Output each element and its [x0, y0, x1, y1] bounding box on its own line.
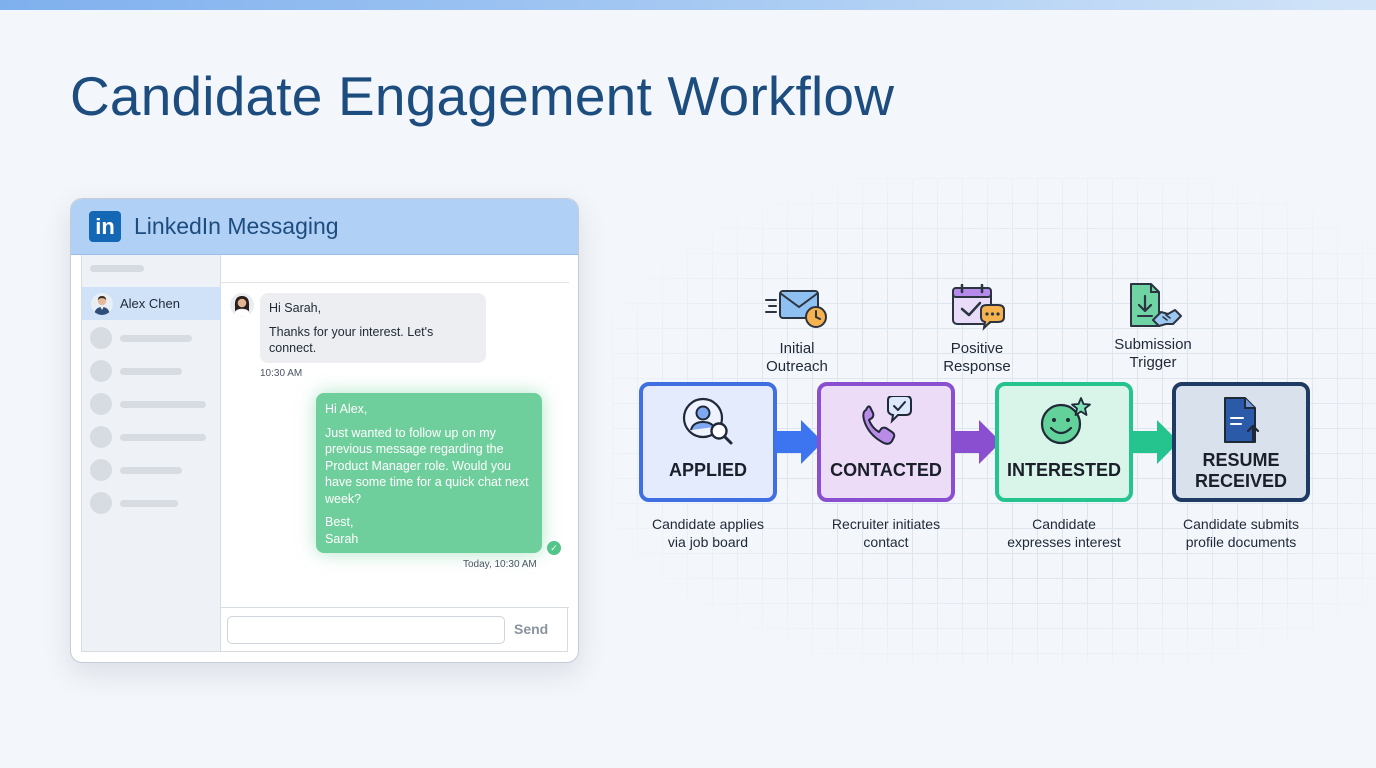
- description-line2: via job board: [667, 534, 749, 550]
- page-title: Candidate Engagement Workflow: [70, 65, 895, 127]
- envelope-clock-icon: [764, 284, 830, 337]
- incoming-greeting: Hi Sarah,: [269, 301, 322, 315]
- stage-label-line2: RECEIVED: [1194, 471, 1288, 491]
- message-input[interactable]: [227, 616, 505, 644]
- trigger-label-line1: Initial: [779, 340, 815, 357]
- avatar-placeholder: [90, 492, 112, 514]
- outgoing-timestamp: Today, 10:30 AM: [463, 559, 537, 570]
- conversation-item-placeholder[interactable]: [90, 459, 215, 481]
- name-placeholder: [120, 500, 178, 507]
- avatar-placeholder: [90, 459, 112, 481]
- trigger-label: Submission Trigger: [1088, 336, 1218, 372]
- name-placeholder: [120, 368, 182, 375]
- name-placeholder: [120, 401, 206, 408]
- conversation-item-placeholder[interactable]: [90, 426, 215, 448]
- outgoing-signoff: Best,: [325, 515, 354, 529]
- incoming-body: Thanks for your interest. Let's connect.: [269, 324, 434, 356]
- messaging-header: in LinkedIn Messaging: [71, 199, 578, 255]
- send-button[interactable]: Send: [514, 621, 549, 637]
- stage-label: APPLIED: [668, 460, 747, 480]
- avatar-placeholder: [90, 360, 112, 382]
- conversation-item-placeholder[interactable]: [90, 360, 215, 382]
- incoming-message-bubble: Hi Sarah, Thanks for your interest. Let'…: [260, 293, 486, 363]
- description-line1: Candidate submits: [1183, 516, 1299, 532]
- trigger-label-line2: Outreach: [766, 358, 828, 375]
- conversation-item-placeholder[interactable]: [90, 492, 215, 514]
- messaging-title: LinkedIn Messaging: [134, 213, 339, 239]
- trigger-label-line1: Positive: [950, 340, 1004, 357]
- stage-description-applied: Candidate applies via job board: [628, 515, 788, 551]
- conversation-item-placeholder[interactable]: [90, 393, 215, 415]
- read-check-icon: ✓: [547, 541, 561, 555]
- top-accent-bar: [0, 0, 1376, 10]
- calendar-check-icon: [947, 283, 1007, 337]
- trigger-label-line1: Submission: [1114, 336, 1192, 353]
- stage-description-interested: Candidate expresses interest: [984, 515, 1144, 551]
- trigger-label-line2: Response: [943, 358, 1011, 375]
- user-search-icon: [680, 396, 736, 453]
- stage-description-contacted: Recruiter initiates contact: [806, 515, 966, 551]
- avatar-placeholder: [90, 327, 112, 349]
- messaging-window: in LinkedIn Messaging Alex Chen: [70, 198, 579, 663]
- description-line2: expresses interest: [1007, 534, 1121, 550]
- chat-divider: [221, 282, 569, 283]
- flow-arrow-2: [953, 420, 1001, 464]
- phone-chat-icon: [858, 395, 914, 453]
- stage-label: CONTACTED: [830, 460, 942, 480]
- description-line2: contact: [863, 534, 909, 550]
- stage-interested: INTERESTED: [995, 382, 1133, 502]
- avatar-sarah: [230, 293, 254, 317]
- name-placeholder: [120, 335, 192, 342]
- stage-resume-received: RESUME RECEIVED: [1172, 382, 1310, 502]
- flow-arrow-3: [1131, 420, 1179, 464]
- conversation-item-placeholder[interactable]: [90, 327, 215, 349]
- stage-description-resume-received: Candidate submits profile documents: [1161, 515, 1321, 551]
- avatar-placeholder: [90, 393, 112, 415]
- description-line1: Candidate: [1032, 516, 1096, 532]
- outgoing-greeting: Hi Alex,: [325, 402, 368, 416]
- contact-name: Alex Chen: [120, 296, 180, 311]
- description-line1: Candidate applies: [651, 516, 765, 532]
- outgoing-body: Just wanted to follow up on my previous …: [325, 425, 529, 506]
- sidebar-search-placeholder: [90, 265, 144, 272]
- document-handshake-icon: [1123, 282, 1183, 337]
- outgoing-signature: Sarah: [325, 531, 359, 546]
- stage-applied: APPLIED: [639, 382, 777, 502]
- conversation-item-alex-chen[interactable]: Alex Chen: [82, 287, 221, 320]
- messaging-body: Alex Chen: [81, 255, 569, 652]
- name-placeholder: [120, 434, 206, 441]
- document-upload-icon: [1217, 396, 1265, 451]
- flow-arrow-1: [775, 420, 823, 464]
- trigger-label: Initial Outreach: [732, 340, 862, 376]
- avatar-alex-chen: [91, 293, 113, 315]
- description-line2: profile documents: [1185, 534, 1297, 550]
- conversation-sidebar: Alex Chen: [82, 255, 221, 651]
- name-placeholder: [120, 467, 182, 474]
- trigger-label: Positive Response: [912, 340, 1042, 376]
- trigger-label-line2: Trigger: [1129, 354, 1177, 371]
- outgoing-message-bubble: Hi Alex, Just wanted to follow up on my …: [316, 393, 542, 553]
- stage-contacted: CONTACTED: [817, 382, 955, 502]
- stage-label-line1: RESUME: [1202, 450, 1280, 470]
- chat-thread: Hi Sarah, Thanks for your interest. Let'…: [221, 255, 569, 608]
- description-line1: Recruiter initiates: [831, 516, 941, 532]
- stage-label: RESUME RECEIVED: [1176, 450, 1306, 492]
- stage-label: INTERESTED: [1006, 460, 1121, 480]
- avatar-placeholder: [90, 426, 112, 448]
- smiley-star-icon: [1036, 396, 1092, 453]
- linkedin-logo-icon: in: [89, 211, 121, 242]
- incoming-timestamp: 10:30 AM: [260, 368, 303, 379]
